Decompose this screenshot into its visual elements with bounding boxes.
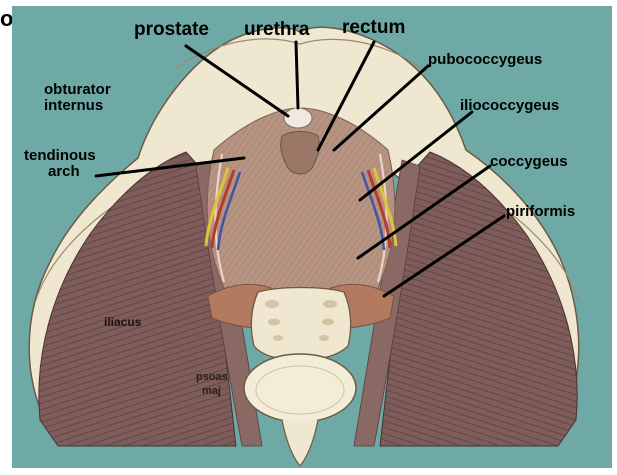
sacral-foramen-1 (265, 300, 279, 308)
sacral-foramen-4 (322, 319, 334, 326)
label-psoas-2: maj (202, 385, 221, 397)
label-iliacus: iliacus (104, 315, 142, 329)
leader-urethra (296, 42, 298, 108)
label-obturator-internus-1: obturator (44, 81, 111, 98)
label-tendinous-arch-1: tendinous (24, 147, 96, 164)
label-urethra: urethra (244, 19, 310, 40)
label-psoas-1: psoas (196, 371, 228, 383)
vertebral-body (244, 354, 356, 422)
label-rectum: rectum (342, 17, 405, 38)
label-obturator-internus-2: internus (44, 97, 103, 114)
label-prostate: prostate (134, 19, 209, 40)
sacral-foramen-2 (323, 300, 337, 308)
label-coccygeus: coccygeus (490, 153, 568, 170)
sacrum (251, 288, 350, 361)
sacral-foramen-6 (319, 335, 329, 341)
sacral-foramen-5 (273, 335, 283, 341)
sacral-foramen-3 (268, 319, 280, 326)
label-pubococcygeus: pubococcygeus (428, 51, 542, 68)
label-tendinous-arch-2: arch (48, 163, 80, 180)
label-piriformis: piriformis (506, 203, 575, 220)
label-iliococcygeus: iliococcygeus (460, 97, 559, 114)
